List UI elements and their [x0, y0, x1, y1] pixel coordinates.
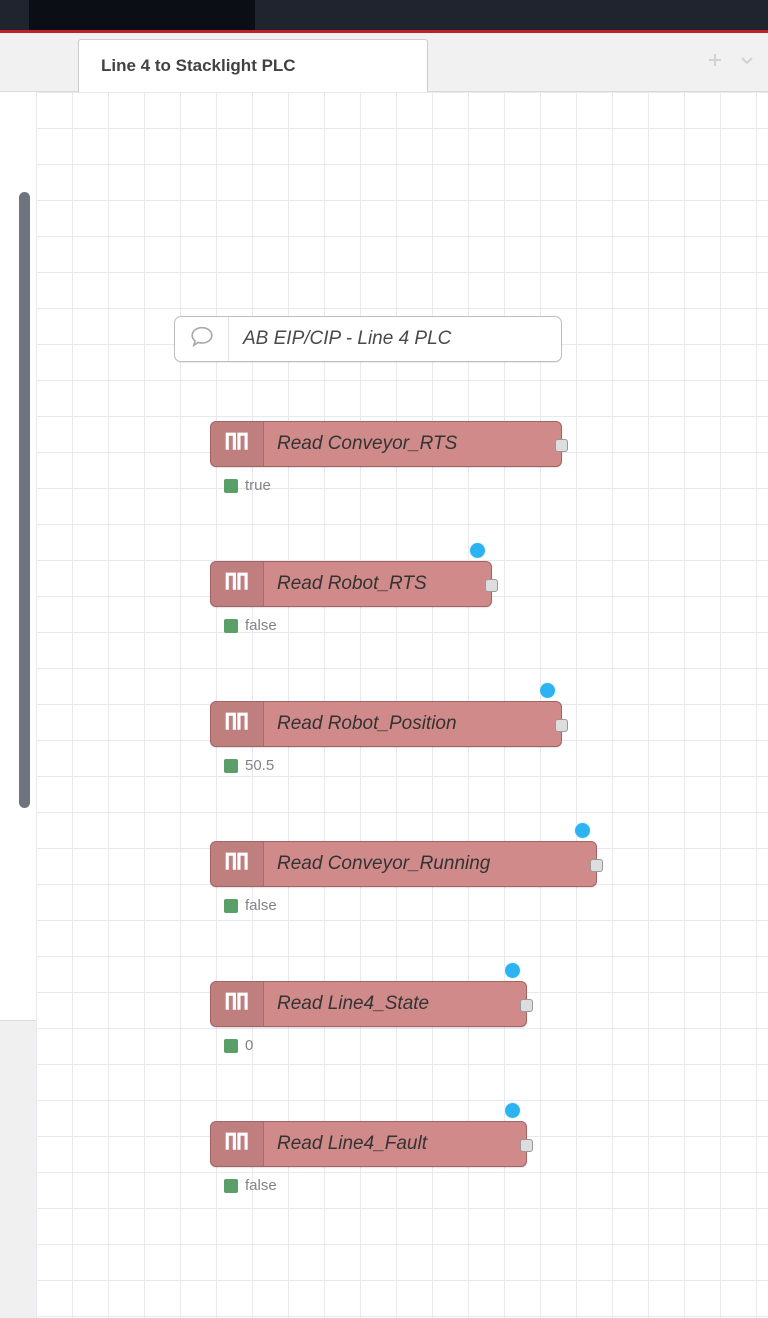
header-bar [0, 0, 768, 30]
palette-scrollbar[interactable] [19, 192, 30, 808]
node-body[interactable]: Read Line4_State [210, 981, 533, 1027]
node-icon-area [211, 422, 264, 466]
modified-indicator [574, 822, 591, 839]
status-text: true [245, 477, 271, 494]
node-status: 50.5 [224, 757, 274, 774]
node-label: Read Line4_State [277, 993, 430, 1014]
status-dot-icon [224, 758, 238, 773]
node-body[interactable]: Read Robot_Position [210, 701, 568, 747]
node-read-robot-position[interactable]: Read Robot_Position 50.5 [210, 682, 568, 774]
speech-bubble-icon [188, 325, 216, 354]
node-body[interactable]: Read Line4_Fault [210, 1121, 533, 1167]
node-icon-area [211, 1122, 264, 1166]
node-icon-area [211, 982, 264, 1026]
node-body[interactable]: Read Robot_RTS [210, 561, 498, 607]
node-read-line4-state[interactable]: Read Line4_State 0 [210, 962, 533, 1054]
modified-indicator [539, 682, 556, 699]
output-port[interactable] [555, 439, 568, 452]
output-port[interactable] [485, 579, 498, 592]
node-read-line4-fault[interactable]: Read Line4_Fault false [210, 1102, 533, 1194]
node-read-conveyor-running[interactable]: Read Conveyor_Running false [210, 822, 603, 914]
node-icon-area [211, 562, 264, 606]
status-dot-icon [224, 1178, 238, 1193]
status-text: 50.5 [245, 757, 275, 774]
comment-node[interactable]: AB EIP/CIP - Line 4 PLC [174, 316, 562, 362]
node-status: false [224, 897, 277, 914]
square-wave-icon [224, 429, 250, 460]
output-port[interactable] [520, 1139, 533, 1152]
status-text: false [245, 1177, 277, 1194]
status-dot-icon [224, 898, 238, 913]
square-wave-icon [224, 709, 250, 740]
header-accent-line [0, 30, 768, 33]
tab-label: Line 4 to Stacklight PLC [101, 56, 296, 75]
node-icon-area [211, 842, 264, 886]
status-text: false [245, 897, 277, 914]
status-dot-icon [224, 1038, 238, 1053]
output-port[interactable] [590, 859, 603, 872]
node-body[interactable]: Read Conveyor_RTS [210, 421, 568, 467]
comment-label: AB EIP/CIP - Line 4 PLC [243, 328, 452, 349]
comment-icon-area [175, 317, 229, 361]
logo-area [29, 0, 255, 30]
flow-list-chevron-down-icon[interactable] [738, 51, 756, 69]
palette-edge [0, 92, 36, 1318]
tabbar-actions [706, 51, 756, 69]
modified-indicator [469, 542, 486, 559]
node-label: Read Robot_RTS [277, 573, 427, 594]
node-label: Read Robot_Position [277, 713, 457, 734]
node-read-conveyor-rts[interactable]: Read Conveyor_RTS true [210, 421, 568, 494]
palette-footer [0, 1020, 36, 1318]
node-label: Read Line4_Fault [277, 1133, 427, 1154]
node-label: Read Conveyor_RTS [277, 433, 458, 454]
node-status: false [224, 1177, 277, 1194]
modified-indicator [504, 962, 521, 979]
node-status: false [224, 617, 277, 634]
tab-line4-to-stacklight-plc[interactable]: Line 4 to Stacklight PLC [78, 39, 428, 92]
status-text: false [245, 617, 277, 634]
flow-canvas[interactable]: AB EIP/CIP - Line 4 PLC Read Conveyor_RT… [36, 92, 768, 1318]
square-wave-icon [224, 569, 250, 600]
status-dot-icon [224, 478, 238, 493]
node-icon-area [211, 702, 264, 746]
node-status: true [224, 477, 271, 494]
output-port[interactable] [555, 719, 568, 732]
modified-indicator [504, 1102, 521, 1119]
output-port[interactable] [520, 999, 533, 1012]
node-body[interactable]: Read Conveyor_Running [210, 841, 603, 887]
status-dot-icon [224, 618, 238, 633]
node-read-robot-rts[interactable]: Read Robot_RTS false [210, 542, 498, 634]
status-text: 0 [245, 1037, 254, 1054]
square-wave-icon [224, 989, 250, 1020]
square-wave-icon [224, 849, 250, 880]
square-wave-icon [224, 1129, 250, 1160]
node-status: 0 [224, 1037, 253, 1054]
workspace-tab-bar: Line 4 to Stacklight PLC [0, 33, 768, 92]
node-label: Read Conveyor_Running [277, 853, 491, 874]
add-flow-plus-icon[interactable] [706, 51, 724, 69]
